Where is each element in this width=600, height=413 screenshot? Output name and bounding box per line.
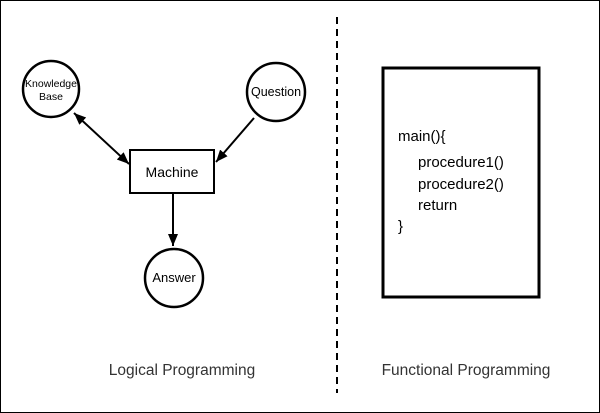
code-line-closing-brace: } [398, 218, 403, 235]
code-box [381, 66, 541, 299]
question-node [245, 61, 307, 123]
edge-question-to-machine-arrow [215, 117, 255, 163]
code-line-procedure1: procedure1() [418, 154, 504, 171]
right-section-caption: Functional Programming [382, 362, 551, 379]
left-section-caption: Logical Programming [109, 362, 255, 379]
machine-label: Machine [146, 164, 199, 180]
answer-label: Answer [152, 270, 196, 285]
knowledge-base-node [21, 59, 81, 119]
code-line-main: main(){ [398, 128, 446, 145]
knowledge-base-label-line1: Knowledge [25, 78, 77, 90]
question-label: Question [251, 85, 301, 99]
edge-knowledgebase-machine-bidirectional-arrow [73, 112, 130, 165]
answer-node [143, 247, 205, 309]
knowledge-base-label-line2: Base [39, 91, 63, 103]
machine-node [129, 149, 215, 194]
code-line-procedure2: procedure2() [418, 176, 504, 193]
code-line-return: return [418, 197, 457, 214]
